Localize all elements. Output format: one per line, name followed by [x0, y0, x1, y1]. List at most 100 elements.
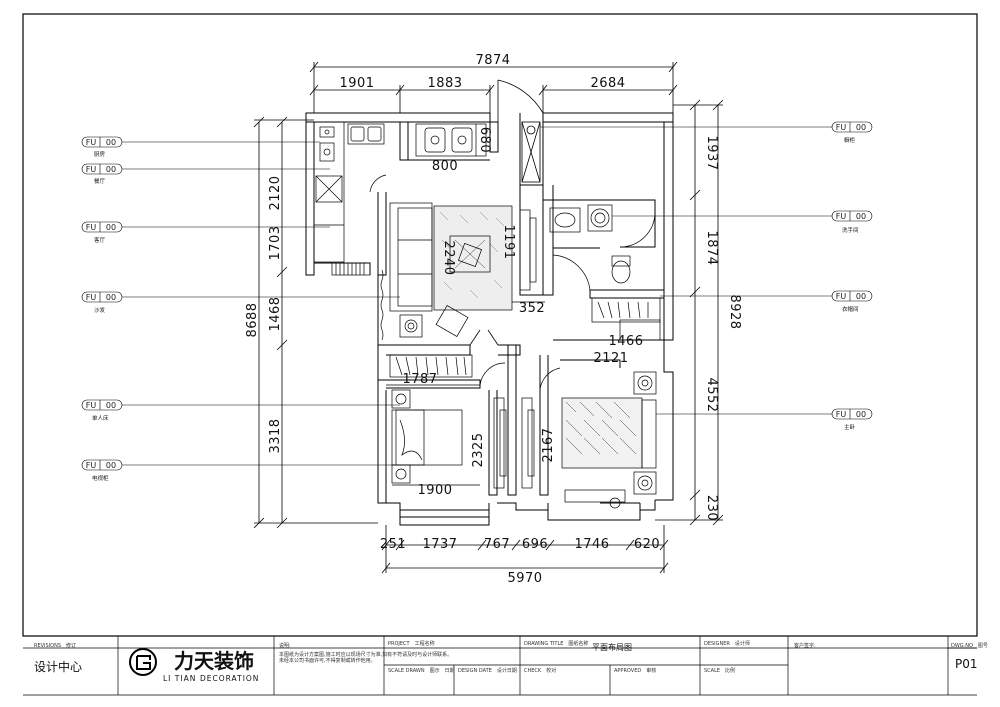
dimension-labels: 7874 1901 1883 2684 5970 251 1737 767 69…	[245, 53, 742, 586]
dim-top-total: 7874	[475, 53, 510, 68]
dim-inner-2240: 2240	[441, 240, 456, 275]
dim-bottom-3: 767	[484, 537, 510, 552]
dim-left-3: 1468	[268, 296, 283, 331]
dim-right-total: 8928	[727, 294, 742, 329]
tag-code: FU	[86, 293, 97, 302]
company-name-en-2: DECORATION	[200, 674, 259, 683]
scale-label: SCALE 比例	[704, 667, 735, 674]
tag-cabinet: FU 00 橱柜	[831, 121, 873, 144]
notes-label: 说明:	[279, 642, 291, 649]
drawing-frame	[22, 13, 978, 637]
tag-sofa: FU 00 沙发	[81, 291, 123, 314]
bathroom-fixtures	[549, 204, 656, 291]
tag-label: 电视柜	[92, 474, 109, 482]
dim-left-2: 1703	[268, 225, 283, 260]
dim-inner-680: 680	[477, 127, 492, 153]
notes-line-1: 本图纸为设计方案图,施工时应以现场尺寸为准,如有不符请及时与设计师联系。	[279, 651, 452, 658]
tag-num: 00	[106, 165, 116, 174]
tag-code: FU	[86, 461, 97, 470]
tag-num: 00	[106, 223, 116, 232]
dim-bottom-2: 1737	[422, 537, 457, 552]
dim-left-1: 2120	[268, 175, 283, 210]
tag-living: FU 00 客厅	[81, 221, 123, 244]
project-label: PROJECT 工程名称	[388, 640, 435, 647]
tag-code: FU	[836, 123, 847, 132]
tag-num: 00	[856, 292, 866, 301]
dim-right-4: 230	[704, 495, 719, 521]
dim-inner-800: 800	[432, 159, 458, 174]
kitchen-fixtures	[313, 121, 487, 276]
approved-label: APPROVED 审核	[614, 667, 656, 674]
dim-bottom-4: 696	[522, 537, 548, 552]
left-leaders	[122, 141, 400, 466]
designer-label: DESIGNER 设计师	[704, 640, 750, 647]
company-name-en: LI TIAN	[163, 674, 196, 683]
tag-label: 主卧	[844, 423, 856, 431]
scale-drawn-label: SCALE DRAWN 图示 日期	[388, 668, 455, 674]
tag-label: 单人床	[92, 414, 109, 422]
tag-code: FU	[86, 401, 97, 410]
tag-code: FU	[836, 410, 847, 419]
dim-inner-1466: 1466	[608, 334, 643, 349]
company-name-cn: 力天装饰	[174, 649, 254, 673]
living-room-furniture	[380, 202, 537, 341]
tag-label: 洗手间	[842, 226, 859, 234]
tag-label: 衣帽间	[842, 305, 859, 313]
tag-dining: FU 00 餐厅	[81, 163, 123, 185]
dim-bottom-6: 620	[634, 537, 660, 552]
title-block: REVISIONS 修订 设计中心 力天装饰 LI TIAN DECORATIO…	[23, 636, 988, 696]
tag-num: 00	[106, 401, 116, 410]
tag-code: FU	[836, 212, 847, 221]
tag-num: 00	[856, 123, 866, 132]
tag-single-bed: FU 00 单人床	[81, 399, 123, 422]
tag-num: 00	[856, 410, 866, 419]
dim-right-1: 1937	[704, 135, 719, 170]
dim-top-2: 1883	[427, 76, 462, 91]
tag-label: 客厅	[94, 236, 106, 244]
right-tags: FU 00 橱柜 FU 00 洗手间 FU 00 衣帽间 FU 00 主卧	[831, 121, 873, 431]
client-signature-label: 客户签字:	[794, 642, 816, 649]
tag-restroom: FU 00 洗手间	[831, 210, 873, 234]
dwg-no-label: DWG.NO 图号	[951, 643, 988, 649]
dim-bottom-total: 5970	[507, 571, 542, 586]
design-center: 设计中心	[34, 659, 82, 674]
dim-left-4: 3318	[268, 418, 283, 453]
dim-top-3: 2684	[590, 76, 625, 91]
dimension-lines	[253, 61, 724, 574]
dim-inner-2325: 2325	[471, 432, 486, 467]
tag-kitchen: FU 00 厨房	[81, 136, 123, 158]
tag-label: 厨房	[94, 150, 106, 158]
small-bedroom-furniture	[391, 389, 507, 489]
tag-master-bedroom: FU 00 主卧	[831, 408, 873, 431]
tag-tv-cabinet: FU 00 电视柜	[81, 459, 123, 482]
drawing-title: 平面布局图	[592, 642, 632, 652]
revisions-label: REVISIONS 修订	[34, 642, 76, 649]
company-logo: 力天装饰 LI TIAN DECORATION	[129, 648, 259, 683]
tag-label: 橱柜	[844, 136, 856, 144]
dim-left-total: 8688	[245, 302, 260, 337]
dim-inner-1191: 1191	[501, 224, 516, 259]
tag-num: 00	[106, 293, 116, 302]
tag-code: FU	[86, 223, 97, 232]
dwg-no: P01	[955, 657, 978, 671]
tag-cloakroom: FU 00 衣帽间	[831, 290, 873, 313]
dim-inner-2121: 2121	[593, 351, 628, 366]
check-label: CHECK 校对	[524, 667, 556, 674]
master-bedroom-furniture	[521, 371, 657, 509]
tag-label: 沙发	[94, 306, 106, 314]
dim-right-3: 4552	[704, 377, 719, 412]
tag-num: 00	[856, 212, 866, 221]
dim-bottom-5: 1746	[574, 537, 609, 552]
dim-bottom-1: 251	[380, 537, 406, 552]
tag-code: FU	[86, 165, 97, 174]
tag-num: 00	[106, 138, 116, 147]
dim-inner-352: 352	[519, 301, 545, 316]
tag-code: FU	[86, 138, 97, 147]
drawing-title-label: DRAWING TITLE 图纸名称	[524, 640, 588, 647]
notes-line-2: 未经本公司书面许可,不得复制或转作他用。	[279, 657, 376, 664]
tag-code: FU	[836, 292, 847, 301]
dim-inner-2167: 2167	[541, 427, 556, 462]
tag-label: 餐厅	[94, 177, 106, 185]
dim-top-1: 1901	[339, 76, 374, 91]
